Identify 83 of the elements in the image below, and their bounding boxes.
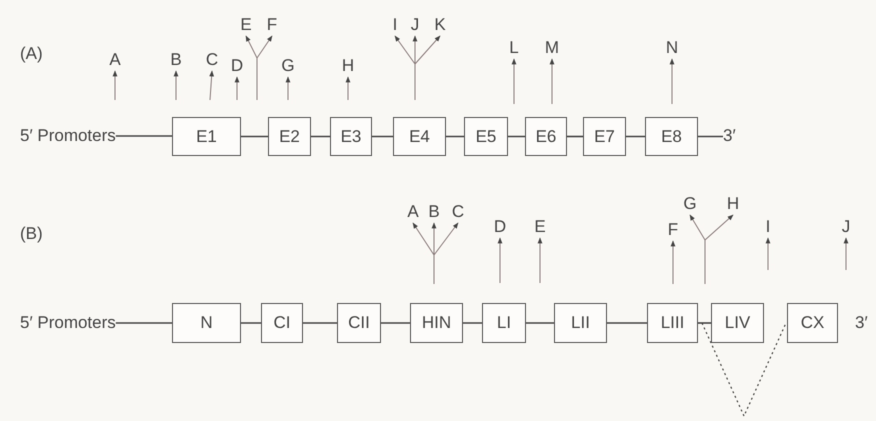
- gene-end-label: 5′ Promoters: [20, 314, 116, 332]
- intron-line: [241, 322, 261, 324]
- mutation-site-letter: J: [410, 16, 420, 34]
- intron-line: [116, 135, 172, 137]
- mutation-site-letter: G: [281, 57, 295, 75]
- mutation-site-letter: L: [509, 39, 519, 57]
- intron-line: [526, 322, 554, 324]
- gene-end-label: 5′ Promoters: [20, 127, 116, 145]
- mutation-site-letter: J: [842, 218, 850, 236]
- intron-line: [698, 136, 723, 138]
- mutation-site-letter: A: [109, 51, 121, 69]
- mutation-site-letter: C: [452, 203, 464, 221]
- intron-line: [698, 322, 711, 324]
- intron-line: [463, 322, 482, 324]
- intron-line: [508, 136, 525, 138]
- arrow: [346, 76, 350, 100]
- mutation-site-letter: B: [428, 203, 440, 221]
- exon-box: E7: [583, 117, 626, 156]
- exon-box: N: [172, 303, 241, 343]
- mutation-site-letter: D: [494, 218, 506, 236]
- arrow: [844, 237, 848, 270]
- exon-box: E2: [268, 117, 311, 156]
- intron-line: [241, 136, 268, 138]
- exon-box: E6: [525, 117, 567, 156]
- exon-box: E1: [172, 117, 241, 156]
- mutation-site-letter: H: [726, 195, 740, 213]
- exon-box: E8: [645, 117, 698, 156]
- mutation-site-letter: A: [407, 203, 419, 221]
- arrow: [704, 214, 734, 284]
- intron-line: [446, 136, 464, 138]
- exon-box: E4: [393, 117, 446, 156]
- mutation-site-letter: B: [170, 51, 182, 69]
- intron-line: [303, 322, 337, 324]
- arrow: [498, 237, 502, 284]
- mutation-site-letter: E: [534, 218, 546, 236]
- arrow: [766, 237, 770, 270]
- intron-line: [626, 136, 645, 138]
- exon-box: HIN: [410, 303, 463, 343]
- intron-line: [311, 136, 330, 138]
- arrow: [234, 76, 240, 100]
- arrow: [256, 36, 272, 100]
- exon-box: CI: [261, 303, 303, 343]
- exon-box: CX: [787, 303, 838, 343]
- arrow: [434, 222, 458, 284]
- intron-line: [607, 322, 647, 324]
- exon-box: LI: [482, 303, 526, 343]
- panel-label: (A): [20, 45, 43, 63]
- mutation-site-letter: D: [230, 57, 244, 75]
- intron-line: [381, 322, 410, 324]
- arrow: [538, 237, 542, 284]
- arrow: [512, 58, 516, 104]
- intron-line: [116, 322, 172, 324]
- mutation-site-letter: F: [668, 221, 678, 239]
- gene-end-label: 3′: [855, 314, 868, 332]
- exon-box: E3: [330, 117, 372, 156]
- mutation-site-letter: I: [766, 218, 770, 236]
- exon-box: LII: [554, 303, 607, 343]
- mutation-site-letter: F: [266, 16, 278, 34]
- arrow: [209, 70, 214, 100]
- exon-box: LIII: [647, 303, 698, 343]
- mutation-site-letter: E: [240, 16, 252, 34]
- mutation-site-letter: M: [544, 39, 560, 57]
- exon-box: E5: [464, 117, 508, 156]
- arrow: [174, 70, 178, 100]
- exon-box: CII: [337, 303, 381, 343]
- exon-box: LIV: [711, 303, 764, 343]
- arrow: [112, 70, 118, 100]
- splice-line: [701, 322, 787, 418]
- arrow: [550, 58, 554, 104]
- mutation-site-letter: C: [206, 51, 218, 69]
- mutation-site-letter: N: [666, 39, 678, 57]
- arrow: [286, 76, 290, 100]
- intron-line: [567, 136, 583, 138]
- arrow: [414, 36, 440, 100]
- gene-end-label: 3′: [723, 127, 736, 145]
- arrow: [670, 240, 676, 284]
- intron-line: [372, 136, 393, 138]
- arrow: [670, 58, 674, 104]
- mutation-site-letter: K: [434, 16, 446, 34]
- mutation-site-letter: H: [342, 57, 354, 75]
- mutation-site-letter: I: [392, 16, 398, 34]
- mutation-site-letter: G: [683, 195, 697, 213]
- panel-label: (B): [20, 225, 43, 243]
